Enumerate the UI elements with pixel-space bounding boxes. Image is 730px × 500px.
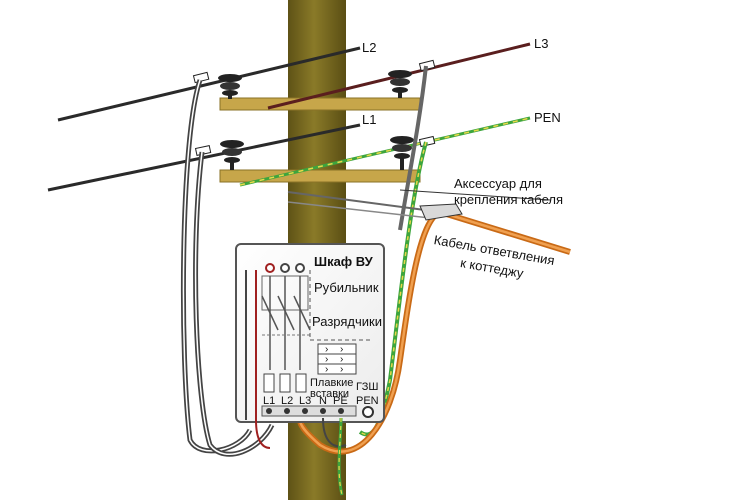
terminal-label-l1: L1: [263, 395, 275, 407]
clamp-pen: [418, 135, 436, 148]
label-l3: L3: [534, 36, 548, 51]
wire-pen: [239, 116, 531, 187]
insulator-lower-left: [220, 140, 244, 170]
label-accessory-line2: крепления кабеля: [454, 192, 563, 207]
arresters: › › › › › ›: [317, 343, 357, 375]
insulator-upper-left: [218, 74, 242, 99]
switch-terminals: [265, 263, 305, 273]
cabinet-title: Шкаф ВУ: [314, 254, 374, 269]
label-switch: Рубильник: [314, 280, 379, 295]
fuses: [263, 373, 307, 393]
svg-text:›: ›: [325, 364, 328, 375]
terminal-label-pe: PE: [333, 395, 348, 407]
terminal-label-l2: L2: [281, 395, 293, 407]
terminal-label-l3: L3: [299, 395, 311, 407]
insulator-upper-right: [388, 70, 412, 98]
exit-wire-n: [322, 417, 347, 448]
clamp-l3: [418, 59, 436, 72]
label-arresters: Разрядчики: [312, 314, 382, 329]
support-line-2: [287, 201, 431, 219]
terminal-label-n: N: [319, 395, 327, 407]
svg-text:›: ›: [325, 344, 328, 355]
insulator-lower-right: [390, 136, 414, 170]
cabinet-wire-red: [255, 270, 271, 449]
cable-accessory: [399, 189, 551, 221]
support-line: [287, 191, 441, 213]
terminal-label-pen: PEN: [356, 395, 379, 407]
wire-l2: [57, 46, 361, 122]
drop-wire-pen-stripes: [359, 141, 427, 436]
label-fuses-line1: Плавкие: [310, 377, 353, 389]
exit-wire-pe: [337, 417, 344, 496]
svg-text:›: ›: [340, 344, 343, 355]
drop-wire-l1-core: [194, 151, 273, 455]
branch-cable-highlight: [298, 210, 571, 453]
label-l1: L1: [362, 112, 376, 127]
svg-text:›: ›: [340, 364, 343, 375]
label-l2: L2: [362, 40, 376, 55]
drop-wire-l3: [398, 65, 428, 231]
label-fuses-line2: вставки: [310, 388, 349, 400]
terminal-block: [261, 405, 374, 418]
svg-text:›: ›: [340, 354, 343, 365]
label-gzsh: ГЗШ: [356, 381, 378, 393]
svg-text:›: ›: [325, 354, 328, 365]
drop-wire-l2-core: [182, 79, 251, 452]
crossarm-upper: [219, 97, 421, 111]
switch-body: [261, 275, 312, 370]
wire-l1: [47, 123, 361, 192]
label-pen: PEN: [534, 110, 561, 125]
label-accessory-line1: Аксессуар для: [454, 176, 542, 191]
crossarm-lower: [219, 169, 421, 183]
